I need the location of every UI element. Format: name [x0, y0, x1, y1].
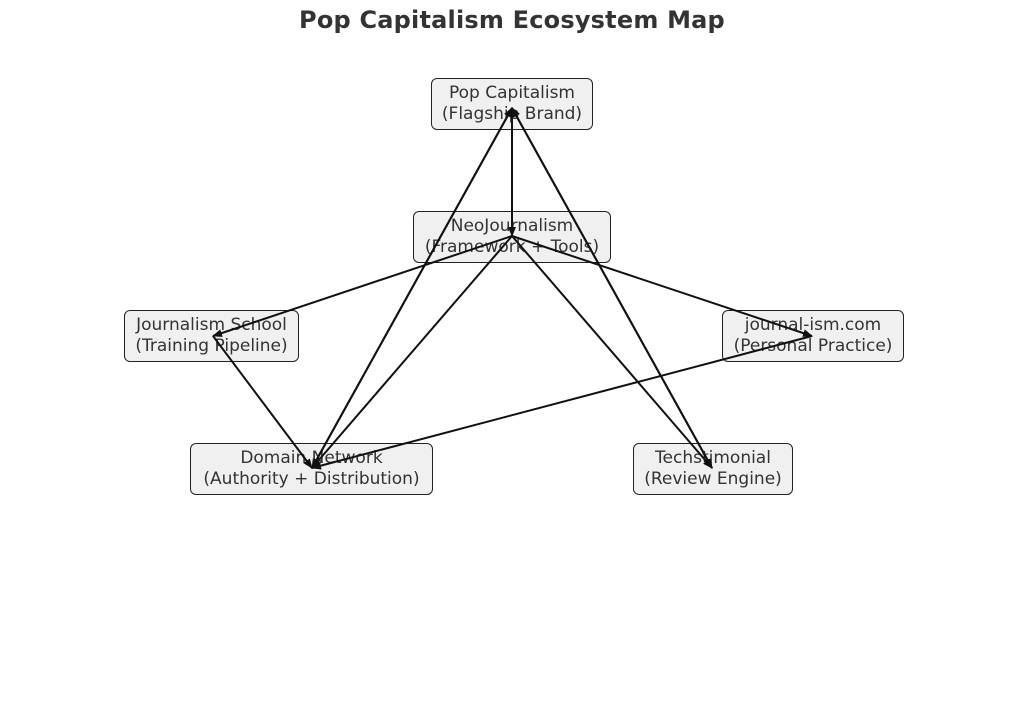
node-journalism-school[interactable]: Journalism School (Training Pipeline) [124, 310, 299, 362]
node-label: Journalism School [136, 315, 287, 335]
node-label: journal-ism.com [744, 315, 882, 335]
edge-journal-to-domain [311, 335, 813, 470]
edge-tech-to-pop [511, 107, 713, 469]
node-journal-ism[interactable]: journal-ism.com (Personal Practice) [722, 310, 904, 362]
node-sublabel: (Framework + Tools) [424, 237, 600, 257]
edge-school-to-domain [212, 335, 313, 469]
edge-neo-to-journal [511, 235, 813, 337]
node-sublabel: (Personal Practice) [733, 336, 893, 356]
node-label: Domain Network [240, 448, 383, 468]
node-label: Techstimonial [655, 448, 771, 468]
edge-neo-to-school [212, 235, 513, 337]
node-sublabel: (Authority + Distribution) [203, 469, 420, 489]
diagram-title: Pop Capitalism Ecosystem Map [299, 6, 725, 34]
node-domain-network[interactable]: Domain Network (Authority + Distribution… [190, 443, 433, 495]
edge-neo-to-domain [311, 235, 513, 469]
node-sublabel: (Training Pipeline) [135, 336, 288, 356]
node-pop-capitalism[interactable]: Pop Capitalism (Flagship Brand) [431, 78, 593, 130]
edge-domain-to-pop [311, 107, 513, 469]
node-sublabel: (Review Engine) [644, 469, 782, 489]
node-techstimonial[interactable]: Techstimonial (Review Engine) [633, 443, 793, 495]
edge-neo-to-tech [511, 235, 713, 469]
node-label: Pop Capitalism [449, 83, 575, 103]
